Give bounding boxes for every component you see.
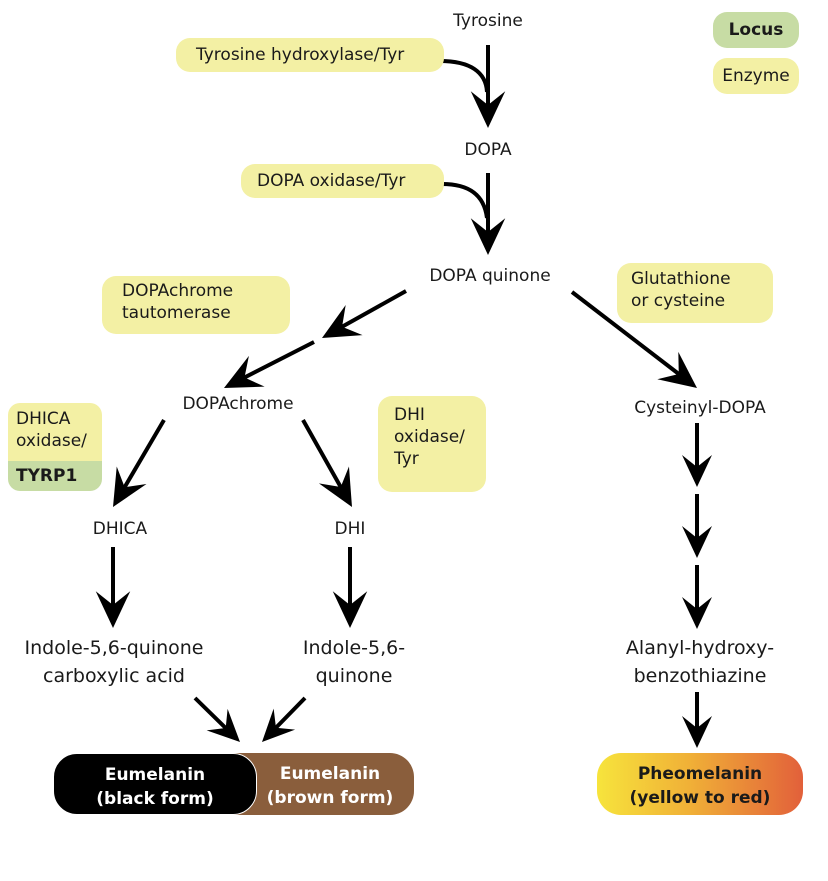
arrow-dopachrome-to-dhi [301, 419, 344, 490]
enzyme-dopachrome-tautomerase: DOPAchrome tautomerase [102, 276, 290, 334]
indole-quinone-line-1: Indole-5,6- [302, 637, 406, 659]
product-eumelanin-black: Eumelanin (black form) [53, 753, 257, 815]
locus-tyrp1-label: TYRP1 [16, 466, 78, 486]
legend-locus: Locus [713, 12, 799, 48]
arrow-cysteinyl-step-3-head [682, 597, 712, 629]
eumelanin-black-line-2: (black form) [96, 789, 214, 809]
enzyme-dopachrome-tautomerase-line-2: tautomerase [122, 303, 231, 323]
product-pheomelanin: Pheomelanin (yellow to red) [597, 753, 803, 815]
cofactor-curve-dopa-oxidase [441, 182, 489, 219]
enzyme-tyrosine-hydroxylase-label: Tyrosine hydroxylase/Tyr [196, 45, 405, 65]
arrow-dopachrome-to-dhi-head [318, 466, 352, 507]
arrow-dopachrome-to-dhica [121, 418, 166, 491]
enzyme-dhica-oxidase: DHICA oxidase/ [8, 403, 102, 465]
metabolite-dhica: DHICA [92, 519, 148, 539]
cofactor-curve-tyrosine-hydroxylase [439, 59, 489, 93]
alanyl-line-1: Alanyl-hydroxy- [625, 637, 775, 659]
arrow-tautomerase-to-dopachrome-head [224, 355, 265, 388]
indole-quinone-line-2: quinone [315, 665, 393, 687]
enzyme-dhi-oxidase-line-1: DHI [394, 405, 425, 425]
metabolite-indole-quinone: Indole-5,6- quinone [290, 634, 418, 690]
enzyme-dopa-oxidase: DOPA oxidase/Tyr [241, 164, 444, 198]
enzyme-dhi-oxidase-line-2: oxidase/ [394, 427, 465, 447]
arrow-cysteinyl-step-1-head [682, 455, 712, 487]
arrow-indole-quinone-to-eumelanin-head [262, 708, 296, 742]
enzyme-tyrosine-hydroxylase: Tyrosine hydroxylase/Tyr [176, 38, 444, 72]
enzyme-dhi-oxidase-line-3: Tyr [394, 449, 419, 469]
pheomelanin-line-2: (yellow to red) [629, 788, 771, 808]
metabolite-dhi: DHI [334, 519, 366, 539]
enzyme-glutathione-or-cysteine: Glutathione or cysteine [617, 263, 773, 323]
arrow-dopa-quinone-to-cysteinyl-dopa [570, 290, 682, 377]
arrow-dopa-quinone-to-tautomerase [339, 289, 407, 330]
arrow-indole-carboxylic-to-eumelanin-head [206, 708, 240, 742]
arrow-dopachrome-to-dhica-head [113, 466, 147, 507]
arrow-dhica-to-indole-carboxylic-head [95, 591, 131, 628]
arrow-dopa-quinone-to-tautomerase-head [322, 304, 363, 338]
metabolite-alanyl-hydroxy-benzothiazine: Alanyl-hydroxy- benzothiazine [600, 634, 800, 690]
enzyme-glutathione-line-2: or cysteine [631, 291, 726, 311]
product-eumelanin-brown: Eumelanin (brown form) [232, 753, 414, 815]
enzyme-glutathione-line-1: Glutathione [631, 269, 731, 289]
metabolite-dopachrome: DOPAchrome [182, 394, 294, 414]
legend-enzyme: Enzyme [713, 58, 799, 94]
arrow-cysteinyl-step-2-head [682, 526, 712, 558]
enzyme-dopa-oxidase-label: DOPA oxidase/Tyr [257, 171, 406, 191]
arrow-indole-quinone-to-eumelanin [273, 696, 307, 731]
eumelanin-brown-line-1: Eumelanin [279, 764, 381, 784]
arrow-dopa-to-dopa-quinone-head [470, 218, 506, 255]
alanyl-line-2: benzothiazine [633, 665, 767, 687]
pheomelanin-line-1: Pheomelanin [637, 764, 763, 784]
arrow-dopa-quinone-to-cysteinyl-dopa-head [657, 351, 697, 388]
arrow-indole-carboxylic-to-eumelanin [193, 696, 229, 731]
metabolite-dopa: DOPA [464, 140, 512, 160]
arrow-tautomerase-to-dopachrome [241, 340, 315, 381]
enzyme-dhica-oxidase-line-1: DHICA [16, 409, 71, 429]
arrow-dhi-to-indole-quinone-head [332, 591, 368, 628]
eumelanin-black-line-1: Eumelanin [104, 765, 206, 785]
metabolite-cysteinyl-dopa: Cysteinyl-DOPA [634, 398, 766, 418]
legend-enzyme-label: Enzyme [722, 66, 790, 86]
metabolite-dopa-quinone: DOPA quinone [429, 266, 551, 286]
enzyme-dopachrome-tautomerase-line-1: DOPAchrome [122, 281, 234, 301]
metabolite-tyrosine: Tyrosine [453, 11, 523, 31]
indole-carboxylic-line-1: Indole-5,6-quinone [24, 637, 204, 659]
locus-tyrp1: TYRP1 [8, 461, 102, 491]
legend-locus-label: Locus [728, 20, 784, 40]
enzyme-dhi-oxidase: DHI oxidase/ Tyr [378, 396, 486, 492]
metabolite-indole-quinone-carboxylic-acid: Indole-5,6-quinone carboxylic acid [0, 634, 228, 690]
enzyme-dhica-oxidase-line-2: oxidase/ [16, 431, 87, 451]
arrow-tyrosine-to-dopa-head [470, 91, 506, 128]
indole-carboxylic-line-2: carboxylic acid [43, 665, 185, 687]
eumelanin-brown-line-2: (brown form) [266, 788, 394, 808]
arrow-alanyl-to-pheomelanin-head [682, 716, 712, 748]
